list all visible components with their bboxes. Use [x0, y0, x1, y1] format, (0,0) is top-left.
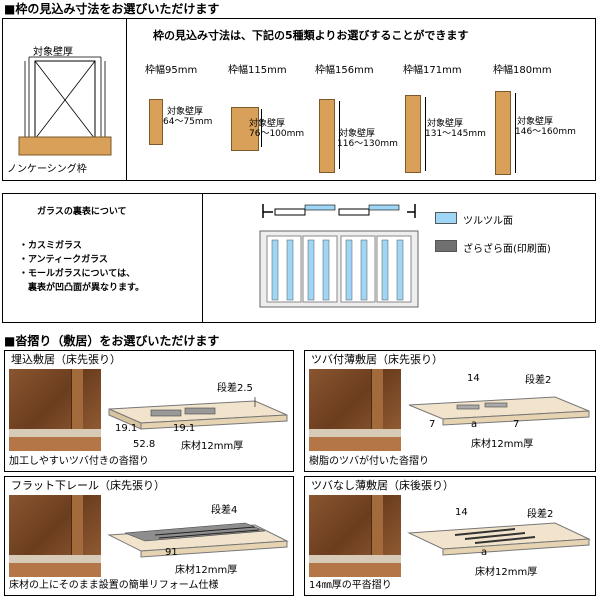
frame-180-block	[495, 91, 511, 175]
frame-156-block	[319, 99, 335, 173]
embedded-threshold-title: 埋込敷居（床先張り）	[11, 353, 121, 366]
noncasing-frame-diagram	[18, 56, 112, 156]
section1-header: ■枠の見込み寸法をお選びいただけます	[4, 2, 220, 16]
frame-180-dim-line	[515, 93, 516, 173]
flanged-floor-dim: 床材12mm厚	[471, 439, 534, 450]
threshold-panel-embedded: 段差2.5 19.1 19.1 52.8 床材12mm厚 埋込敷居（床先張り） …	[4, 350, 294, 472]
flanged-thin-threshold-photo	[309, 369, 401, 451]
threshold-panel-flat-rail: 段差4 91 床材12mm厚 フラット下レール（床先張り） 床材の上にそのまま設…	[4, 476, 294, 596]
unflanged-thin-threshold-diagram	[407, 522, 591, 556]
glass-side-title: ガラスの裏表について	[37, 207, 127, 217]
unflanged-thin-threshold-photo	[309, 495, 401, 577]
glass-item-mall: ・モールガラスについては、	[19, 269, 136, 279]
flanged-thin-threshold-diagram	[408, 396, 590, 426]
frame-depth-box: 対象壁厚 ノンケーシング枠 枠の見込み寸法は、下記の5種類よりお選びすることがで…	[2, 18, 596, 181]
frame-115-dim-line	[261, 109, 262, 147]
glass-item-antique: ・アンティークガラス	[19, 255, 108, 265]
frame-180-wall-label: 対象壁厚	[517, 117, 554, 127]
threshold-panel-flanged-thin: 14 段差2 7 a 7 床材12mm厚 ツバ付薄敷居（床先張り） 樹脂のツバが…	[304, 350, 596, 472]
embedded-dim-b: 19.1	[173, 423, 196, 434]
embedded-threshold-photo	[9, 369, 101, 451]
frame-171-dim-line	[425, 97, 426, 171]
frame-95-wall-label: 対象壁厚	[167, 107, 204, 117]
flanged-dim-7-right: 7	[513, 419, 520, 430]
frame-171-block	[405, 95, 421, 173]
flanged-thin-threshold-desc: 樹脂のツバが付いた沓摺り	[309, 456, 429, 468]
frame-171-wall-label: 対象壁厚	[427, 119, 464, 129]
noncasing-frame-panel: 対象壁厚 ノンケーシング枠	[3, 19, 127, 180]
unflanged-thin-threshold-title: ツバなし薄敷居（床後張り）	[311, 479, 454, 492]
flat-rail-threshold-diagram	[107, 522, 289, 558]
flat-rail-step-dim: 段差4	[211, 505, 238, 516]
frame-156-wall-label: 対象壁厚	[339, 129, 376, 139]
flat-rail-dim-91: 91	[165, 547, 178, 558]
frame-156-dim-line	[339, 101, 340, 169]
flat-rail-threshold-photo	[9, 495, 101, 577]
flat-rail-floor-dim: 床材12mm厚	[175, 565, 238, 576]
smooth-side-swatch	[435, 212, 457, 224]
flat-rail-threshold-title: フラット下レール（床先張り）	[11, 479, 165, 492]
flanged-dim-a: a	[471, 419, 478, 430]
frame-width-180: 枠幅180mm	[493, 65, 552, 76]
unflanged-floor-dim: 床材12mm厚	[475, 567, 538, 578]
glass-side-box: ガラスの裏表について ・カスミガラス ・アンティークガラス ・モールガラスについ…	[2, 193, 596, 323]
unflanged-dim-14: 14	[455, 507, 468, 518]
unflanged-dim-a: a	[481, 547, 488, 558]
noncasing-frame-label: ノンケーシング枠	[7, 160, 87, 175]
unflanged-step-dim: 段差2	[527, 509, 554, 520]
frame-width-171: 枠幅171mm	[403, 65, 462, 76]
frame-width-115: 枠幅115mm	[228, 65, 287, 76]
flanged-dim-14: 14	[467, 373, 480, 384]
embedded-dim-a: 19.1	[115, 423, 138, 434]
flat-rail-threshold-desc: 床材の上にそのまま設置の簡単リフォーム仕様	[9, 580, 219, 592]
rough-side-swatch	[435, 240, 457, 252]
frame-width-95: 枠幅95mm	[145, 65, 198, 76]
flanged-step-dim: 段差2	[525, 375, 552, 386]
frame-171-wall-range: 131～145mm	[425, 129, 486, 139]
flanged-dim-7-left: 7	[429, 419, 436, 430]
frame-156-wall-range: 116～130mm	[337, 139, 398, 149]
embedded-dim-total: 52.8	[133, 439, 156, 450]
glass-text-panel: ガラスの裏表について ・カスミガラス ・アンティークガラス ・モールガラスについ…	[3, 194, 203, 322]
frame-95-wall-range: 64～75mm	[163, 117, 213, 127]
frame-115-wall-range: 76～100mm	[249, 129, 305, 139]
section3-header: ■沓摺り（敷居）をお選びいただけます	[4, 334, 220, 348]
flanged-thin-threshold-title: ツバ付薄敷居（床先張り）	[311, 353, 443, 366]
frame-115-block	[231, 107, 259, 151]
embedded-threshold-desc: 加工しやすいツバ付きの沓摺り	[9, 456, 149, 468]
frame-95-block	[149, 99, 163, 145]
frame-180-wall-range: 146～160mm	[515, 127, 576, 137]
embedded-floor-dim: 床材12mm厚	[181, 441, 244, 452]
door-plan-section	[262, 204, 416, 218]
frame-depth-title: 枠の見込み寸法は、下記の5種類よりお選びすることができます	[153, 29, 469, 42]
rough-side-label: ざらざら面(印刷面)	[463, 244, 551, 255]
wall-thickness-label: 対象壁厚	[33, 47, 73, 58]
frame-width-156: 枠幅156mm	[315, 65, 374, 76]
smooth-side-label: ツルツル面	[463, 216, 513, 227]
threshold-panel-unflanged-thin: 14 段差2 a 床材12mm厚 ツバなし薄敷居（床後張り） 14㎜厚の平沓摺り	[304, 476, 596, 596]
unflanged-thin-threshold-desc: 14㎜厚の平沓摺り	[309, 580, 392, 592]
door-elevation	[259, 230, 419, 308]
embedded-step-dim: 段差2.5	[217, 383, 253, 394]
embedded-threshold-diagram	[108, 397, 288, 430]
glass-item-mall-note: 裏表が凹凸面が異なります。	[19, 283, 145, 293]
glass-item-kasumi: ・カスミガラス	[19, 241, 82, 251]
frame-115-wall-label: 対象壁厚	[249, 119, 286, 129]
